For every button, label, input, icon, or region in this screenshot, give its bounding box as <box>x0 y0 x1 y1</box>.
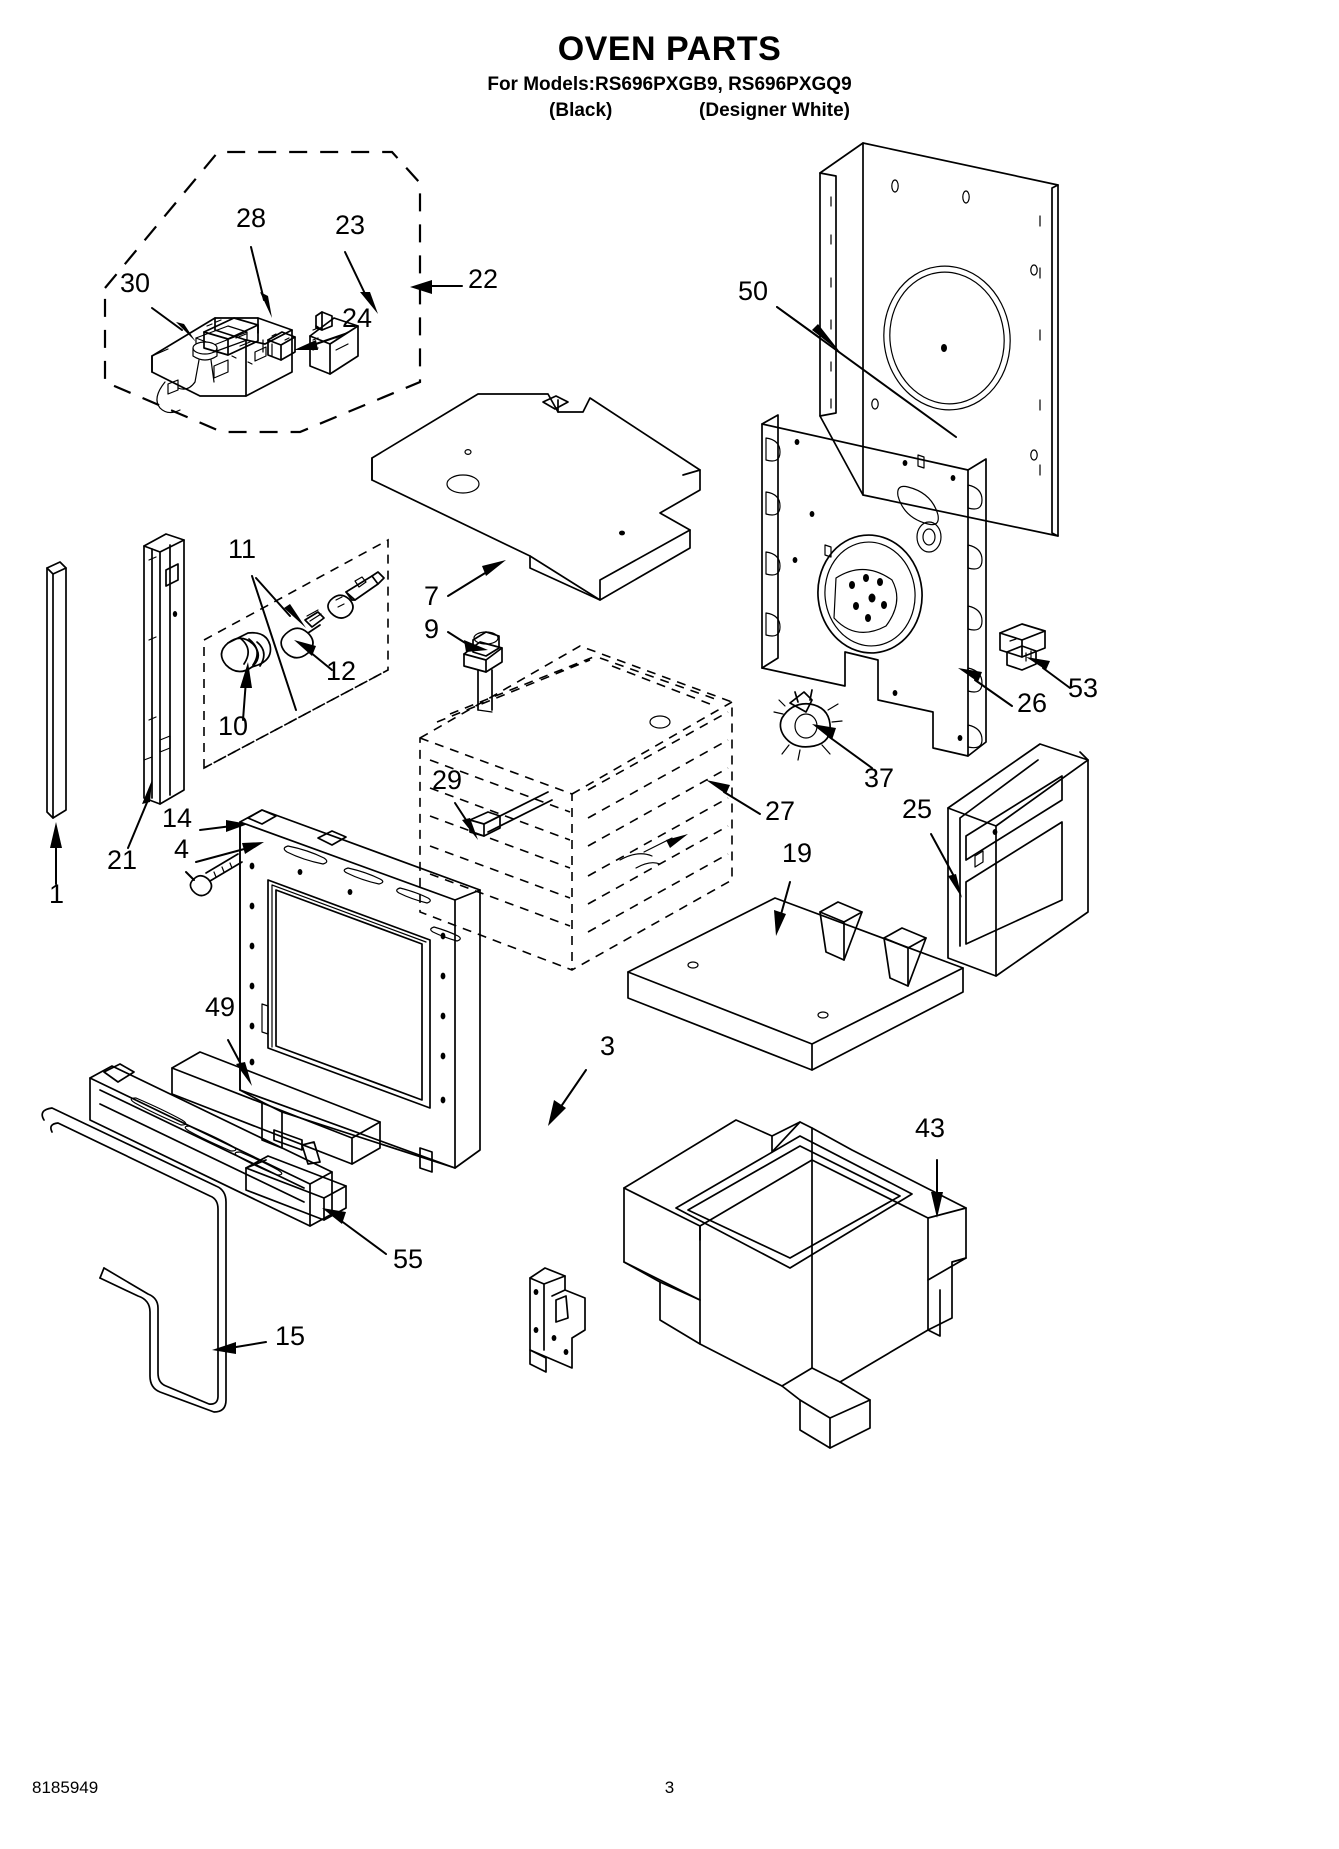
callout-leader-50 <box>776 306 957 438</box>
callout-23: 23 <box>335 210 365 240</box>
callout-leaders-group22 <box>151 246 463 350</box>
lamp-socket <box>327 571 385 619</box>
callout-55: 55 <box>393 1244 423 1274</box>
screw <box>189 853 243 897</box>
callout-numbers: 1 3 4 7 9 10 11 12 14 15 19 21 22 23 24 … <box>49 203 1098 1351</box>
oven-door-inner-panel <box>947 743 1089 977</box>
callout-43: 43 <box>915 1113 945 1143</box>
callout-leaders-cavity <box>454 780 761 840</box>
callout-10: 10 <box>218 711 248 741</box>
callout-leader-1 <box>50 822 62 885</box>
bake-element-bracket <box>469 791 553 837</box>
callout-19: 19 <box>782 838 812 868</box>
callout-leader-3 <box>548 1069 587 1126</box>
callout-11: 11 <box>228 534 256 564</box>
callout-29: 29 <box>432 765 462 795</box>
callout-53: 53 <box>1068 673 1098 703</box>
callout-leader-53 <box>1026 657 1071 689</box>
callout-37: 37 <box>864 763 894 793</box>
lamp-assembly-group-boundary <box>203 538 389 770</box>
callout-24: 24 <box>342 303 372 333</box>
callout-leader-49 <box>227 1039 252 1086</box>
callout-leader-15 <box>212 1341 267 1354</box>
callout-leaders-frame <box>195 820 264 863</box>
color-designer-white: (Designer White) <box>699 100 850 121</box>
callout-leader-4 <box>185 871 195 881</box>
door-gasket-seal <box>41 1107 227 1413</box>
oven-side-trim-strip <box>46 561 67 819</box>
color-black: (Black) <box>549 100 613 121</box>
vent-tube <box>463 631 503 713</box>
callout-leader-26 <box>958 668 1013 707</box>
callout-9: 9 <box>424 614 439 644</box>
control-panel-chassis <box>151 317 293 414</box>
callout-28: 28 <box>236 203 266 233</box>
callout-21: 21 <box>107 845 137 875</box>
callout-leader-7 <box>447 560 506 597</box>
callout-leader-9 <box>447 631 488 652</box>
lamp-lens <box>220 631 272 673</box>
callout-22: 22 <box>468 264 498 294</box>
callout-15: 15 <box>275 1321 305 1351</box>
callout-7: 7 <box>424 581 439 611</box>
callout-49: 49 <box>205 992 235 1022</box>
callout-30: 30 <box>120 268 150 298</box>
callout-leader-37 <box>812 724 873 769</box>
callout-leaders-lamp <box>240 575 333 721</box>
callout-leader-21 <box>127 780 152 849</box>
callout-leader-19 <box>774 881 791 936</box>
oven-top-panel <box>371 393 701 601</box>
page-title: OVEN PARTS <box>557 30 782 68</box>
side-rail <box>143 533 185 805</box>
color-variants: (Black) (Designer White) <box>0 100 1339 122</box>
door-latch-switch <box>999 623 1046 671</box>
fan-housing-panel <box>761 414 987 757</box>
callout-27: 27 <box>765 796 795 826</box>
callout-4: 4 <box>174 834 189 864</box>
oven-cavity-liner <box>419 645 733 971</box>
footer-page-number: 3 <box>664 1778 675 1797</box>
callout-26: 26 <box>1017 688 1047 718</box>
mounting-bracket <box>529 1267 586 1373</box>
callout-50: 50 <box>738 276 768 306</box>
rear-back-panel <box>819 142 1059 537</box>
oven-light-bulb <box>280 609 325 659</box>
callout-leader-55 <box>322 1208 387 1255</box>
front-vent-trim <box>89 1063 333 1227</box>
callout-1: 1 <box>49 879 64 909</box>
connector <box>267 331 296 361</box>
callout-25: 25 <box>902 794 932 824</box>
thermal-switch <box>203 317 259 356</box>
control-assembly-group-boundary <box>103 150 422 434</box>
oven-bottom-shelf <box>627 897 964 1071</box>
convection-fan-blade <box>773 689 843 761</box>
callout-leader-43 <box>931 1159 943 1218</box>
model-numbers: For Models:RS696PXGB9, RS696PXGQ9 <box>487 74 852 95</box>
callout-leader-25 <box>930 833 962 898</box>
callout-3: 3 <box>600 1031 615 1061</box>
callout-14: 14 <box>162 803 192 833</box>
footer-part-number: 8185949 <box>32 1778 99 1797</box>
oven-bottom-pan <box>623 1119 967 1449</box>
oven-front-frame <box>239 809 481 1173</box>
callout-12: 12 <box>326 656 356 686</box>
